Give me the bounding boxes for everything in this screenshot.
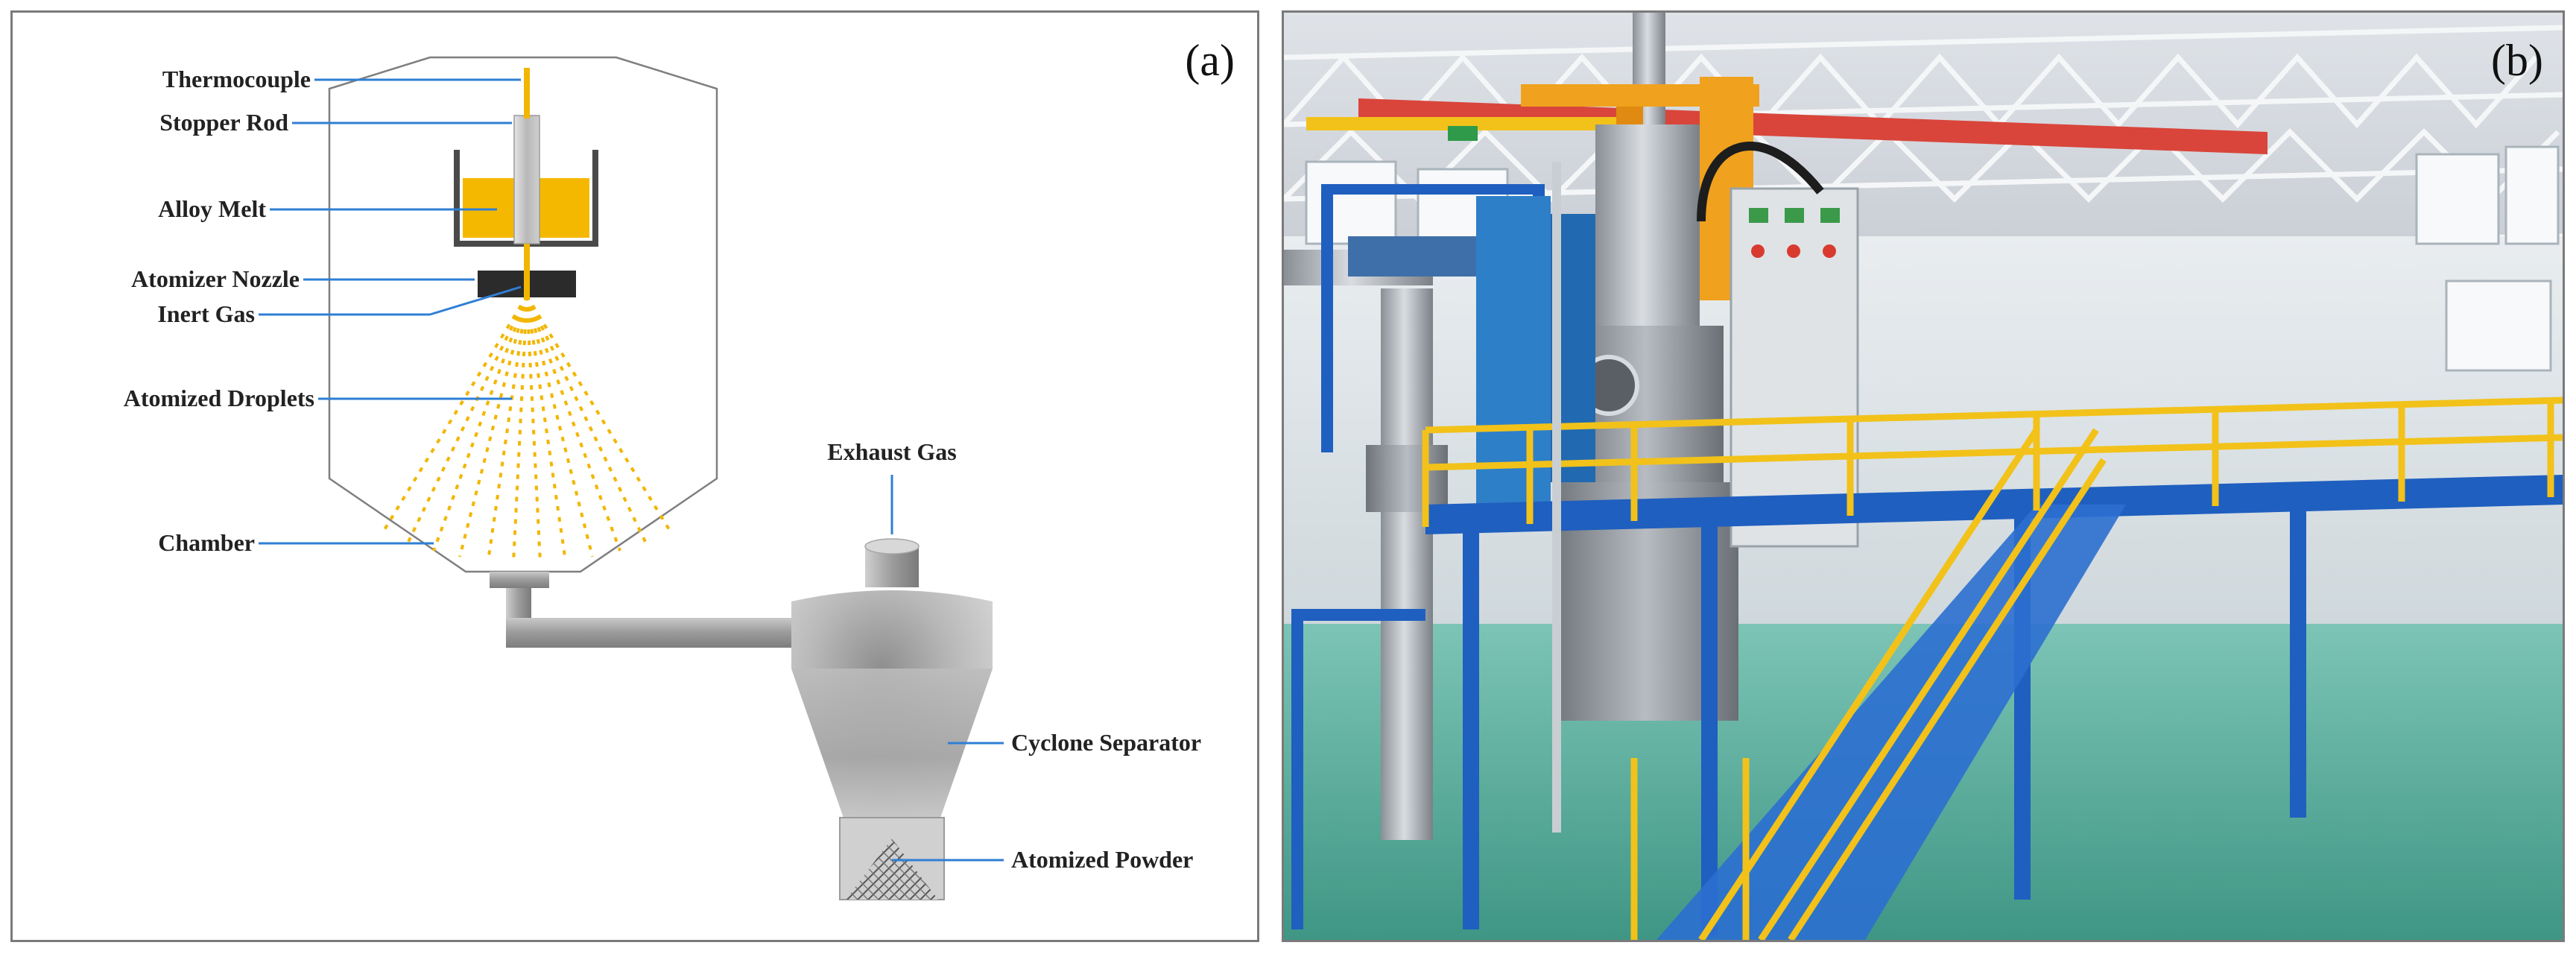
label-atomizer-nozzle: Atomizer Nozzle — [131, 265, 300, 292]
chamber-vessel — [328, 56, 718, 573]
chamber-outlet — [490, 572, 549, 588]
control-panel — [1730, 187, 1859, 548]
powder-collector-unit — [1381, 288, 1433, 840]
schematic-panel: Thermocouple Stopper Rod Alloy Melt Atom… — [10, 10, 1259, 942]
leader-lines — [259, 78, 1004, 862]
yellow-railings — [1422, 397, 2563, 940]
label-chamber: Chamber — [158, 529, 255, 556]
label-thermocouple: Thermocouple — [162, 66, 311, 92]
thermocouple — [524, 68, 530, 119]
atomizer-schematic: Thermocouple Stopper Rod Alloy Melt Atom… — [124, 36, 1235, 900]
stopper-rod — [513, 115, 540, 244]
black-hose — [1697, 142, 1824, 222]
label-alloy-melt: Alloy Melt — [158, 195, 266, 222]
thin-vertical-pipe — [1552, 162, 1561, 833]
atomized-powder-pile — [846, 838, 938, 900]
yellow-gantry — [1306, 117, 1619, 130]
red-crane-beam — [1358, 98, 2268, 154]
panel-letter-b: (b) — [2491, 36, 2543, 85]
label-stopper-rod: Stopper Rod — [159, 109, 288, 136]
melt-stream — [524, 244, 530, 296]
label-atomized-droplets: Atomized Droplets — [124, 385, 314, 411]
blue-cabinet — [1476, 196, 1551, 509]
label-cyclone-separator: Cyclone Separator — [1011, 729, 1201, 756]
atomized-droplets-spray — [380, 294, 674, 563]
transfer-pipe — [506, 618, 793, 648]
label-atomized-powder: Atomized Powder — [1011, 846, 1193, 873]
wall-windows — [1305, 145, 2560, 372]
label-exhaust-gas: Exhaust Gas — [827, 438, 956, 465]
label-inert-gas: Inert Gas — [157, 300, 255, 327]
photo-panel: (b) — [1282, 10, 2565, 942]
equipment-photo-illustration: (b) — [1284, 13, 2563, 940]
panel-letter-a: (a) — [1185, 36, 1235, 85]
